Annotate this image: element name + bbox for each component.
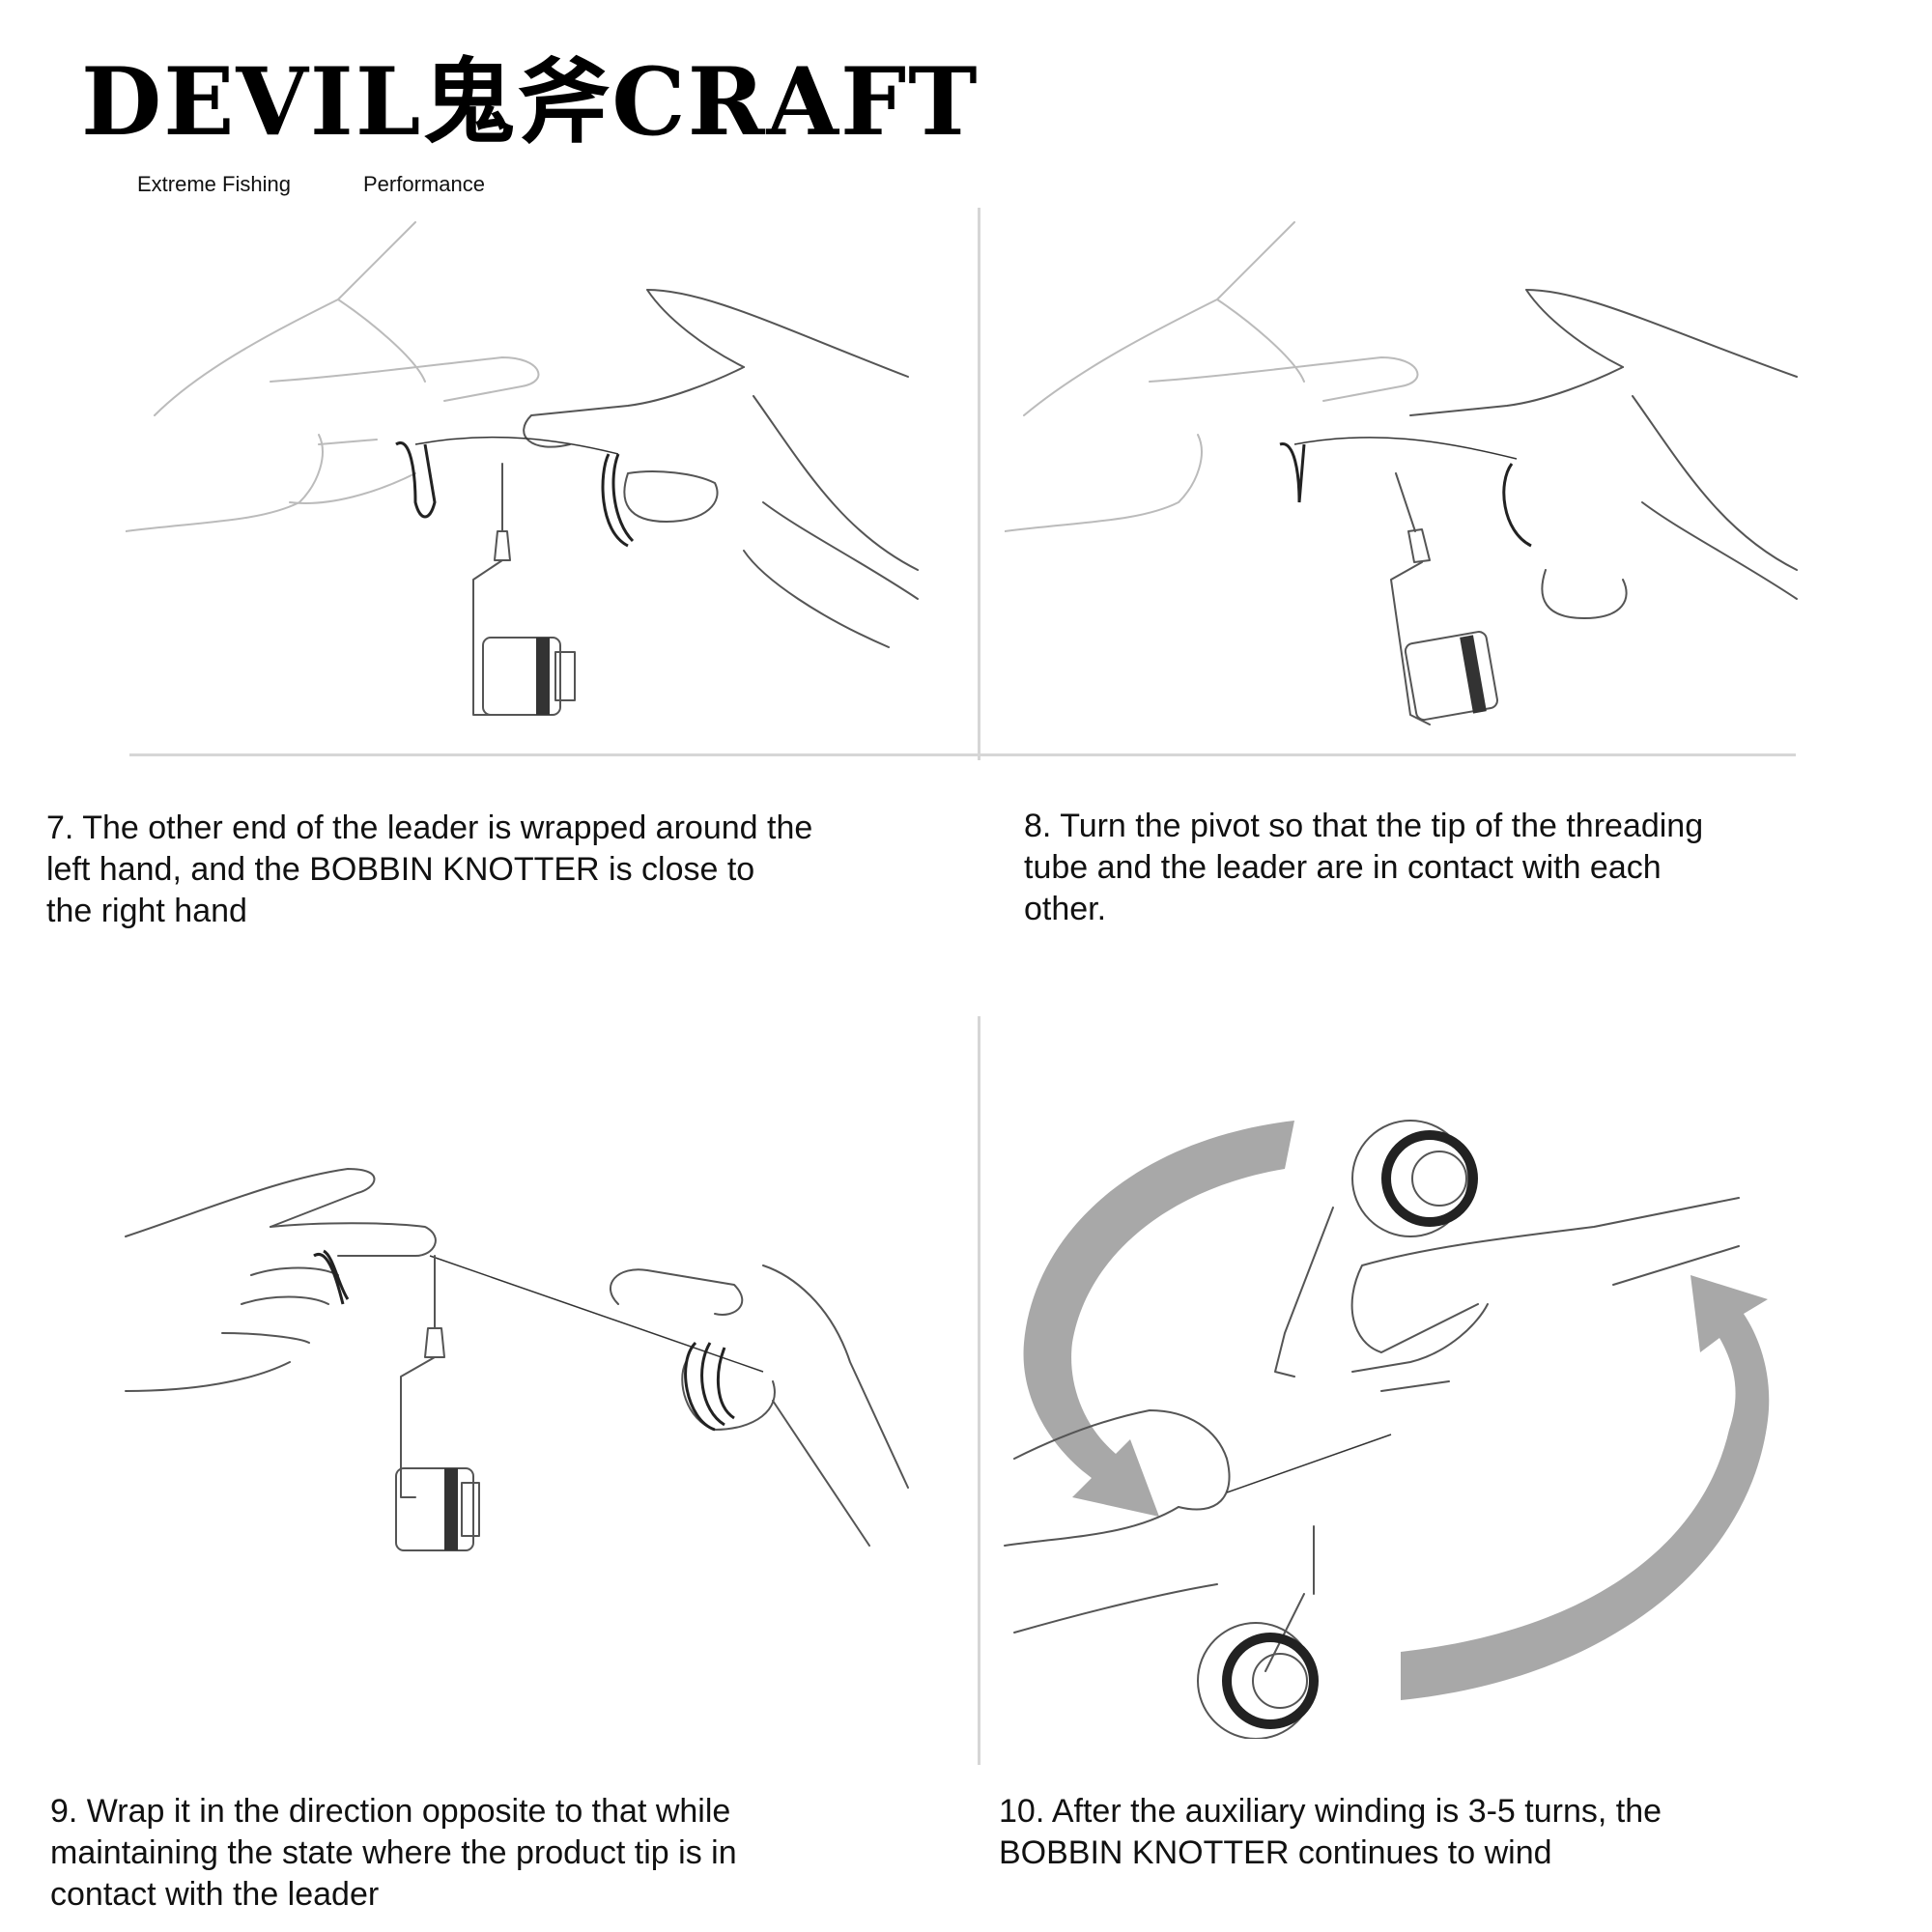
step-8-caption-line: 8. Turn the pivot so that the tip of the… bbox=[1024, 808, 1704, 844]
step-9-caption-line: maintaining the state where the product … bbox=[50, 1834, 737, 1871]
horizontal-divider bbox=[129, 753, 1796, 756]
step-7-caption: 7. The other end of the leader is wrappe… bbox=[46, 808, 945, 932]
step-9-illustration bbox=[125, 1168, 909, 1551]
rotation-arrow-right-icon bbox=[1401, 1275, 1770, 1700]
vertical-divider-top bbox=[978, 208, 980, 760]
step-8-caption-line: tube and the leader are in contact with … bbox=[1024, 849, 1662, 886]
step-10-caption-line: 10. After the auxiliary winding is 3-5 t… bbox=[999, 1793, 1662, 1830]
step-7-illustration bbox=[126, 221, 919, 716]
logo-tagline-right: Performance bbox=[363, 172, 485, 196]
step-7-caption-line: 7. The other end of the leader is wrappe… bbox=[46, 810, 813, 846]
step-10-illustration bbox=[1004, 1120, 1770, 1739]
vertical-divider-bottom bbox=[978, 1016, 980, 1765]
step-7-caption-line: left hand, and the BOBBIN KNOTTER is clo… bbox=[46, 851, 755, 888]
rotation-arrow-left-icon bbox=[1023, 1121, 1294, 1517]
step-10-caption: 10. After the auxiliary winding is 3-5 t… bbox=[999, 1791, 1888, 1874]
brand-logo: DEVIL鬼斧CRAFT bbox=[81, 47, 980, 156]
step-8-caption: 8. Turn the pivot so that the tip of the… bbox=[1024, 806, 1893, 930]
step-10-caption-line: BOBBIN KNOTTER continues to wind bbox=[999, 1834, 1552, 1871]
step-7-caption-line: the right hand bbox=[46, 893, 247, 929]
logo-tagline-left: Extreme Fishing bbox=[137, 172, 291, 196]
step-9-caption-line: 9. Wrap it in the direction opposite to … bbox=[50, 1793, 731, 1830]
step-8-illustration bbox=[1005, 221, 1798, 725]
step-9-caption: 9. Wrap it in the direction opposite to … bbox=[50, 1791, 949, 1916]
step-8-caption-line: other. bbox=[1024, 891, 1107, 927]
step-9-caption-line: contact with the leader bbox=[50, 1876, 380, 1913]
